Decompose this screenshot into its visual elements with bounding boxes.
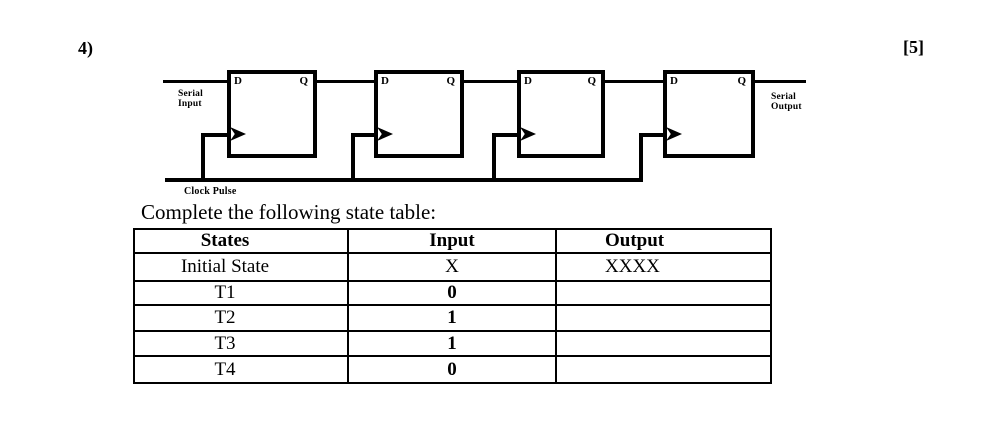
serial-input-label: Serial Input (178, 89, 203, 110)
d-pin-label: D (524, 75, 532, 87)
d-flipflop-1: D Q (227, 70, 317, 158)
serial-input-label-line2: Input (178, 99, 202, 110)
d-pin-label: D (381, 75, 389, 87)
clock-riser-2 (351, 133, 355, 182)
output-cell (555, 304, 772, 332)
wire-q2-d3 (462, 80, 518, 83)
serial-output-label-line1: Serial (771, 92, 796, 102)
clock-pulse-label: Clock Pulse (184, 186, 237, 197)
clock-stub-2 (351, 133, 378, 137)
state-cell: T3 (133, 330, 349, 357)
wire-serial-output (753, 80, 806, 83)
d-flipflop-3: D Q (517, 70, 605, 158)
state-cell: T1 (133, 280, 349, 306)
column-header-states: States (133, 228, 349, 254)
state-table-header-row: States Input Output (133, 228, 772, 254)
clock-stub-3 (492, 133, 521, 137)
q-pin-label: Q (446, 75, 455, 87)
d-flipflop-2: D Q (374, 70, 464, 158)
q-pin-label: Q (737, 75, 746, 87)
clock-arrow-icon (230, 127, 246, 141)
input-cell: 0 (347, 355, 557, 384)
table-row: T4 0 (133, 355, 772, 384)
clock-riser-3 (492, 133, 496, 182)
d-pin-label: D (670, 75, 678, 87)
column-header-output: Output (555, 228, 772, 254)
column-header-input: Input (347, 228, 557, 254)
input-cell: 1 (347, 304, 557, 332)
question-number: 4) (78, 38, 93, 58)
serial-output-label: Serial Output (771, 92, 802, 113)
state-cell: T4 (133, 355, 349, 384)
clock-stub-4 (639, 133, 667, 137)
clock-riser-4 (639, 133, 643, 182)
output-cell: XXXX (555, 252, 772, 282)
q-pin-label: Q (587, 75, 596, 87)
q-pin-label: Q (299, 75, 308, 87)
output-cell (555, 330, 772, 357)
clock-arrow-icon (377, 127, 393, 141)
serial-output-label-line2: Output (771, 102, 802, 113)
table-row: T2 1 (133, 304, 772, 332)
input-cell: 0 (347, 280, 557, 306)
output-cell (555, 280, 772, 306)
d-flipflop-4: D Q (663, 70, 755, 158)
clock-arrow-icon (666, 127, 682, 141)
table-row: T1 0 (133, 280, 772, 306)
state-table: States Input Output Initial State X XXXX… (133, 228, 772, 384)
output-cell (555, 355, 772, 384)
table-row: Initial State X XXXX (133, 252, 772, 282)
wire-q3-d4 (603, 80, 664, 83)
state-cell: T2 (133, 304, 349, 332)
serial-input-label-line1: Serial (178, 89, 203, 99)
marks-badge: [5] (903, 37, 924, 57)
input-cell: X (347, 252, 557, 282)
wire-q1-d2 (315, 80, 375, 83)
clock-arrow-icon (520, 127, 536, 141)
state-cell: Initial State (133, 252, 349, 282)
table-row: T3 1 (133, 330, 772, 357)
d-pin-label: D (234, 75, 242, 87)
wire-serial-input (163, 80, 227, 83)
clock-bus (165, 178, 643, 182)
clock-stub-1 (201, 133, 230, 137)
input-cell: 1 (347, 330, 557, 357)
clock-riser-1 (201, 133, 205, 182)
prompt-text: Complete the following state table: (141, 200, 437, 224)
